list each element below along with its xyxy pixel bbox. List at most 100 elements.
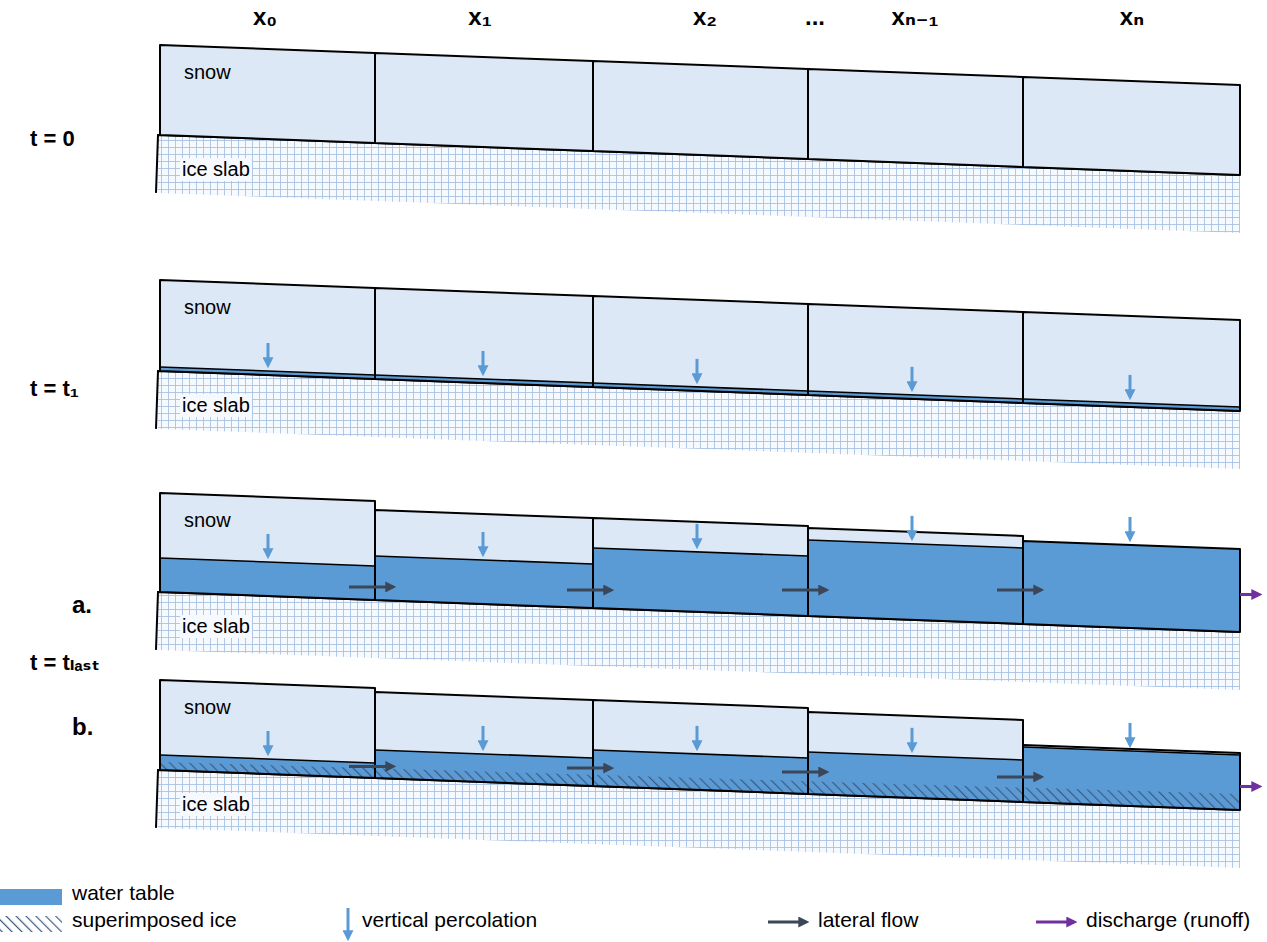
lateral-flow-arrow (349, 585, 393, 588)
layer-label: snow (184, 696, 231, 719)
lateral-flow-arrow (782, 771, 826, 774)
water-table (593, 548, 808, 616)
superimposed-ice (375, 768, 593, 786)
block-outline (160, 45, 375, 143)
legend-swatch (0, 889, 62, 905)
block-outline (160, 493, 375, 600)
lateral-flow-arrow (997, 775, 1041, 778)
percolation-arrow (267, 534, 270, 556)
block-outline (1023, 77, 1240, 175)
percolation-arrow (911, 728, 914, 750)
percolation-arrow (911, 367, 914, 389)
block-outline (375, 288, 593, 387)
block-outline (375, 53, 593, 151)
snow-layer: snow (162, 690, 373, 753)
water-surface (160, 558, 375, 566)
time-label: t = t₁ (30, 376, 79, 401)
percolation-arrow (482, 532, 485, 554)
water-surface (1023, 399, 1240, 407)
water-surface (375, 375, 593, 383)
water-surface (593, 548, 808, 556)
legend-text: water table (72, 881, 175, 905)
percolation-arrow (911, 516, 914, 538)
percolation-arrow (696, 359, 699, 381)
block-outline (808, 712, 1023, 802)
legend-text: superimposed ice (72, 908, 237, 932)
water-surface (808, 752, 1023, 760)
block-outline (593, 518, 808, 616)
column-label: x₀ (253, 3, 277, 31)
slab-label: ice slab (180, 793, 252, 816)
snow-block (1023, 312, 1240, 411)
legend-text: lateral flow (818, 908, 918, 932)
water-table (1023, 747, 1240, 810)
legend-percolation-arrow (347, 908, 350, 938)
water-surface (808, 540, 1023, 548)
percolation-arrow (696, 726, 699, 748)
discharge-arrow (1240, 785, 1259, 788)
snow-block (808, 712, 1023, 802)
column-label: xₙ₋₁ (892, 3, 939, 31)
rows (156, 45, 1259, 868)
percolation-arrow (1129, 375, 1132, 397)
snow-layer: snow (162, 55, 373, 133)
snow-block (593, 296, 808, 395)
block-outline (160, 280, 375, 379)
snow-block (808, 304, 1023, 403)
lateral-flow-arrow (349, 765, 393, 768)
slab-label: ice slab (180, 158, 252, 181)
percolation-arrow (1129, 517, 1132, 539)
snow-block (808, 528, 1023, 624)
snow-block (160, 45, 375, 143)
block-outline (593, 700, 808, 794)
lateral-flow-arrow (782, 589, 826, 592)
snow-block (1023, 77, 1240, 175)
legend-lateral-arrow (768, 921, 806, 924)
percolation-arrow (267, 731, 270, 753)
snow-block (160, 493, 375, 600)
legend-text: discharge (runoff) (1086, 908, 1250, 932)
discharge-arrow (1240, 593, 1259, 596)
time-row (156, 280, 1240, 469)
block-outline (593, 61, 808, 159)
time-row (156, 680, 1259, 868)
water-surface (593, 383, 808, 391)
percolation-arrow (482, 726, 485, 748)
percolation-arrow (1129, 723, 1132, 745)
water-table (375, 750, 593, 786)
percolation-arrow (267, 343, 270, 365)
time-row (156, 493, 1259, 690)
layer-label: snow (184, 509, 231, 532)
block-outline (808, 304, 1023, 403)
legend-samples (0, 908, 1074, 938)
snow-block (593, 518, 808, 616)
snow-block (375, 288, 593, 387)
block-outline (160, 680, 375, 778)
water-surface (808, 391, 1023, 399)
water-surface (375, 556, 593, 564)
percolation-arrow (696, 524, 699, 546)
block-outline (1023, 541, 1240, 632)
snow-block (375, 53, 593, 151)
snow-layer: snow (162, 503, 373, 556)
time-row (156, 45, 1240, 233)
water-table (808, 540, 1023, 624)
column-label: x₁ (468, 3, 491, 31)
block-outline (1023, 745, 1240, 810)
water-surface (160, 367, 375, 375)
block-outline (1023, 312, 1240, 411)
block-outline (808, 528, 1023, 624)
superimposed-ice (593, 775, 808, 794)
slab-label: ice slab (180, 394, 252, 417)
water-surface (593, 750, 808, 758)
snow-block (375, 692, 593, 786)
column-label: xₙ (1120, 3, 1144, 31)
column-label: x₂ (693, 3, 717, 31)
snow-block (160, 280, 375, 379)
ice-slab-band: ice slab (160, 772, 1240, 868)
block-outline (375, 692, 593, 786)
lateral-flow-arrow (567, 589, 611, 592)
snow-block (1023, 541, 1240, 632)
time-label: t = 0 (30, 126, 75, 151)
